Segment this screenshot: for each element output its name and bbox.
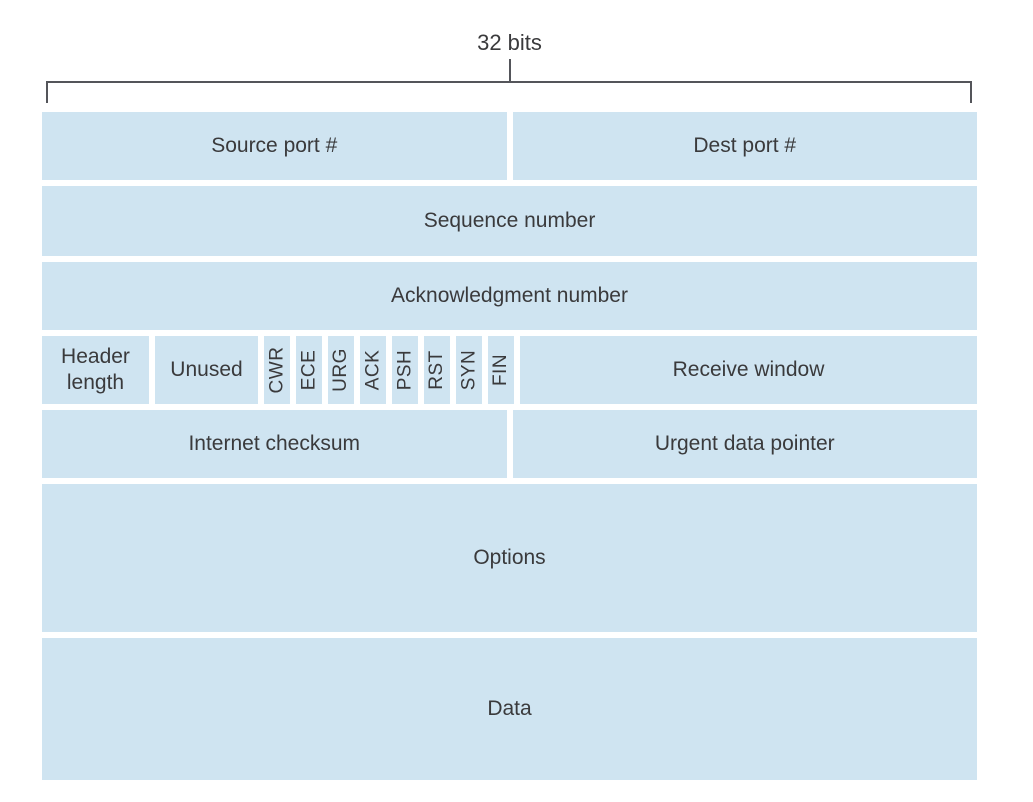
tcp-segment-diagram: 32 bits Source port # Dest port # Sequen… (42, 0, 977, 780)
field-data: Data (42, 638, 977, 780)
flag-psh-label: PSH (394, 349, 416, 391)
segment-rows: Source port # Dest port # Sequence numbe… (42, 112, 977, 780)
flag-cwr: CWR (264, 336, 290, 404)
field-header-length: Header length (42, 336, 149, 404)
flag-fin: FIN (488, 336, 514, 404)
flag-cwr-label: CWR (266, 346, 288, 394)
field-dest-port: Dest port # (512, 112, 977, 180)
field-sequence-number: Sequence number (42, 186, 977, 256)
flag-ack-label: ACK (362, 349, 384, 391)
field-urgent-data-pointer: Urgent data pointer (512, 410, 977, 478)
flag-syn-label: SYN (458, 349, 480, 391)
field-internet-checksum: Internet checksum (42, 410, 507, 478)
caption-tick-line (508, 59, 511, 81)
field-acknowledgment-number: Acknowledgment number (42, 262, 977, 330)
field-source-port: Source port # (42, 112, 507, 180)
flag-ece-label: ECE (298, 349, 320, 391)
row-checksum: Internet checksum Urgent data pointer (42, 410, 977, 478)
flag-psh: PSH (392, 336, 418, 404)
flag-fin-label: FIN (490, 353, 512, 387)
row-acknowledgment-number: Acknowledgment number (42, 262, 977, 330)
bits-caption: 32 bits (477, 30, 542, 55)
flag-rst: RST (424, 336, 450, 404)
row-data: Data (42, 638, 977, 780)
field-unused: Unused (155, 336, 258, 404)
field-options: Options (42, 484, 977, 632)
row-options: Options (42, 484, 977, 632)
flag-syn: SYN (456, 336, 482, 404)
flag-ece: ECE (296, 336, 322, 404)
field-receive-window: Receive window (520, 336, 977, 404)
width-bracket (46, 81, 972, 103)
flag-urg: URG (328, 336, 354, 404)
flag-ack: ACK (360, 336, 386, 404)
row-flags: Header length Unused CWR ECE URG ACK PSH… (42, 336, 977, 404)
flag-urg-label: URG (330, 348, 352, 392)
row-ports: Source port # Dest port # (42, 112, 977, 180)
row-sequence-number: Sequence number (42, 186, 977, 256)
flag-rst-label: RST (426, 350, 447, 390)
